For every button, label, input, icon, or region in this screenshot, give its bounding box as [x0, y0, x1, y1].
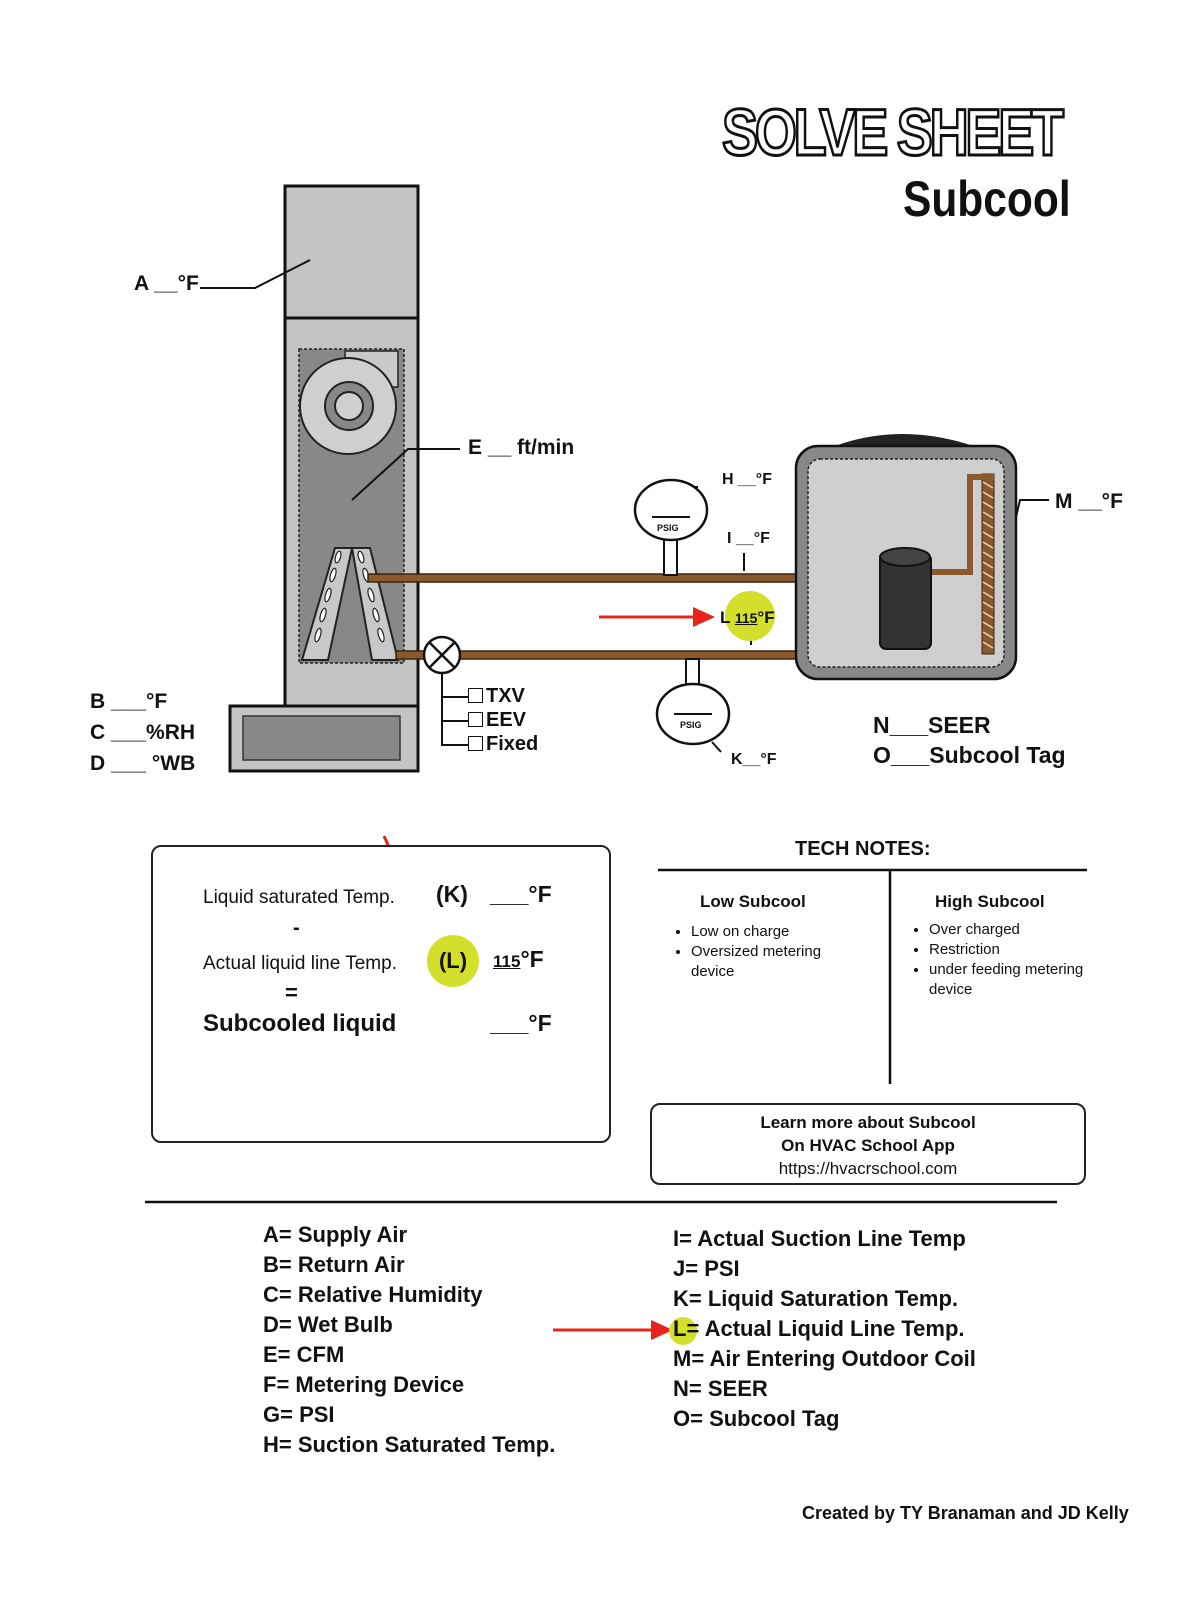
compressor-icon: [879, 553, 932, 650]
arrow-to-l-diagram-icon: [693, 607, 715, 627]
low-subcool-heading: Low Subcool: [700, 892, 806, 911]
calc-row2-tag-wrap: (L): [427, 935, 479, 987]
label-n-seer: N___SEER: [873, 712, 991, 738]
legend-item: C= Relative Humidity: [263, 1282, 483, 1307]
label-b-return-air: B ___°F: [90, 690, 168, 713]
condensing-unit: [794, 434, 1018, 681]
calc-row2-value: 115°F: [493, 946, 544, 972]
calc-row3-label: Subcooled liquid: [203, 1010, 397, 1037]
label-o-subcool-tag: O___Subcool Tag: [873, 742, 1066, 768]
label-e-airflow: E __ ft/min: [468, 436, 575, 459]
high-subcool-item: Restriction: [929, 940, 1101, 960]
legend-item: L= Actual Liquid Line Temp.: [673, 1316, 965, 1341]
subcool-calculation-box: Liquid saturated Temp. (K) ___°F - Actua…: [151, 845, 611, 1143]
legend-item: B= Return Air: [263, 1252, 405, 1277]
calc-row2-tag: (L): [427, 935, 479, 987]
suction-gauge-label: PSIG: [657, 523, 679, 533]
legend-item: H= Suction Saturated Temp.: [263, 1432, 556, 1457]
legend-item: E= CFM: [263, 1342, 345, 1367]
air-handler: [228, 184, 420, 773]
legend-item: M= Air Entering Outdoor Coil: [673, 1346, 976, 1371]
suction-gauge-icon: [633, 478, 709, 576]
low-subcool-list: Low on charge Oversized metering device: [673, 922, 853, 982]
credit-line: Created by TY Branaman and JD Kelly: [802, 1503, 1129, 1523]
calc-minus: -: [293, 917, 300, 939]
calc-row2-label: Actual liquid line Temp.: [203, 953, 397, 974]
legend-item: N= SEER: [673, 1376, 768, 1401]
l-highlight-marker: [725, 591, 775, 641]
legend-item: I= Actual Suction Line Temp: [673, 1226, 966, 1251]
filter-rack: [242, 715, 401, 761]
learn-more-line1: Learn more about Subcool: [760, 1113, 976, 1132]
low-subcool-item: Oversized metering device: [691, 942, 853, 982]
liquid-gauge-icon: [655, 658, 731, 746]
learn-more-box: Learn more about Subcool On HVAC School …: [650, 1103, 1086, 1185]
label-a-supply-air: A __°F: [134, 272, 199, 295]
legend-item: D= Wet Bulb: [263, 1312, 393, 1337]
fixed-checkbox[interactable]: [468, 736, 483, 751]
metering-device-icon: [422, 635, 468, 746]
eev-checkbox[interactable]: [468, 712, 483, 727]
page-title: SOLVE SHEET: [721, 94, 1066, 171]
txv-checkbox[interactable]: [468, 688, 483, 703]
tech-notes-frame: [658, 868, 1087, 1084]
arrow-to-l-legend-icon: [651, 1320, 673, 1340]
legend-item: O= Subcool Tag: [673, 1406, 840, 1431]
metering-option-fixed[interactable]: Fixed: [468, 733, 538, 756]
legend-item: G= PSI: [263, 1402, 335, 1427]
metering-option-txv[interactable]: TXV: [468, 685, 525, 708]
high-subcool-item: under feeding metering device: [929, 960, 1101, 1000]
label-l-value: 115: [734, 610, 758, 626]
legend-l-highlight: [669, 1317, 697, 1345]
label-k-liquid-saturated: K__°F: [731, 751, 777, 768]
evaporator-coil-icon: [300, 547, 400, 661]
calc-row1-tag: (K): [436, 881, 468, 907]
calc-equals: =: [285, 980, 298, 1005]
learn-more-url-link[interactable]: https://hvacrschool.com: [778, 1159, 958, 1178]
label-m-outdoor-air: M __°F: [1055, 490, 1123, 513]
high-subcool-heading: High Subcool: [935, 892, 1045, 911]
page-subtitle: Subcool: [903, 171, 1071, 227]
liquid-gauge-label: PSIG: [680, 720, 702, 730]
label-l-liquid-line: L 115°F: [720, 608, 775, 627]
calc-row1-value: ___°F: [490, 881, 552, 907]
high-subcool-item: Over charged: [929, 920, 1101, 940]
label-d-wet-bulb: D ___ °WB: [90, 752, 196, 775]
learn-more-line2: On HVAC School App: [781, 1136, 955, 1155]
low-subcool-item: Low on charge: [691, 922, 853, 942]
calc-row1-label: Liquid saturated Temp.: [203, 887, 395, 908]
legend-item: A= Supply Air: [263, 1222, 408, 1247]
legend-item: K= Liquid Saturation Temp.: [673, 1286, 958, 1311]
legend-right: I= Actual Suction Line Temp J= PSI K= Li…: [673, 1224, 976, 1434]
calc-row3-value: ___°F: [490, 1010, 552, 1036]
supply-plenum: [283, 184, 420, 320]
legend-left: A= Supply Air B= Return Air C= Relative …: [263, 1220, 555, 1460]
label-h-suction-saturated: H __°F: [722, 471, 772, 488]
label-c-humidity: C ___%RH: [90, 721, 196, 744]
tech-notes-title: TECH NOTES:: [795, 838, 931, 860]
label-i-suction-line: I __°F: [727, 530, 770, 547]
high-subcool-list: Over charged Restriction under feeding m…: [911, 920, 1101, 1000]
metering-option-eev[interactable]: EEV: [468, 709, 526, 732]
legend-item: F= Metering Device: [263, 1372, 465, 1397]
legend-item: J= PSI: [673, 1256, 740, 1281]
